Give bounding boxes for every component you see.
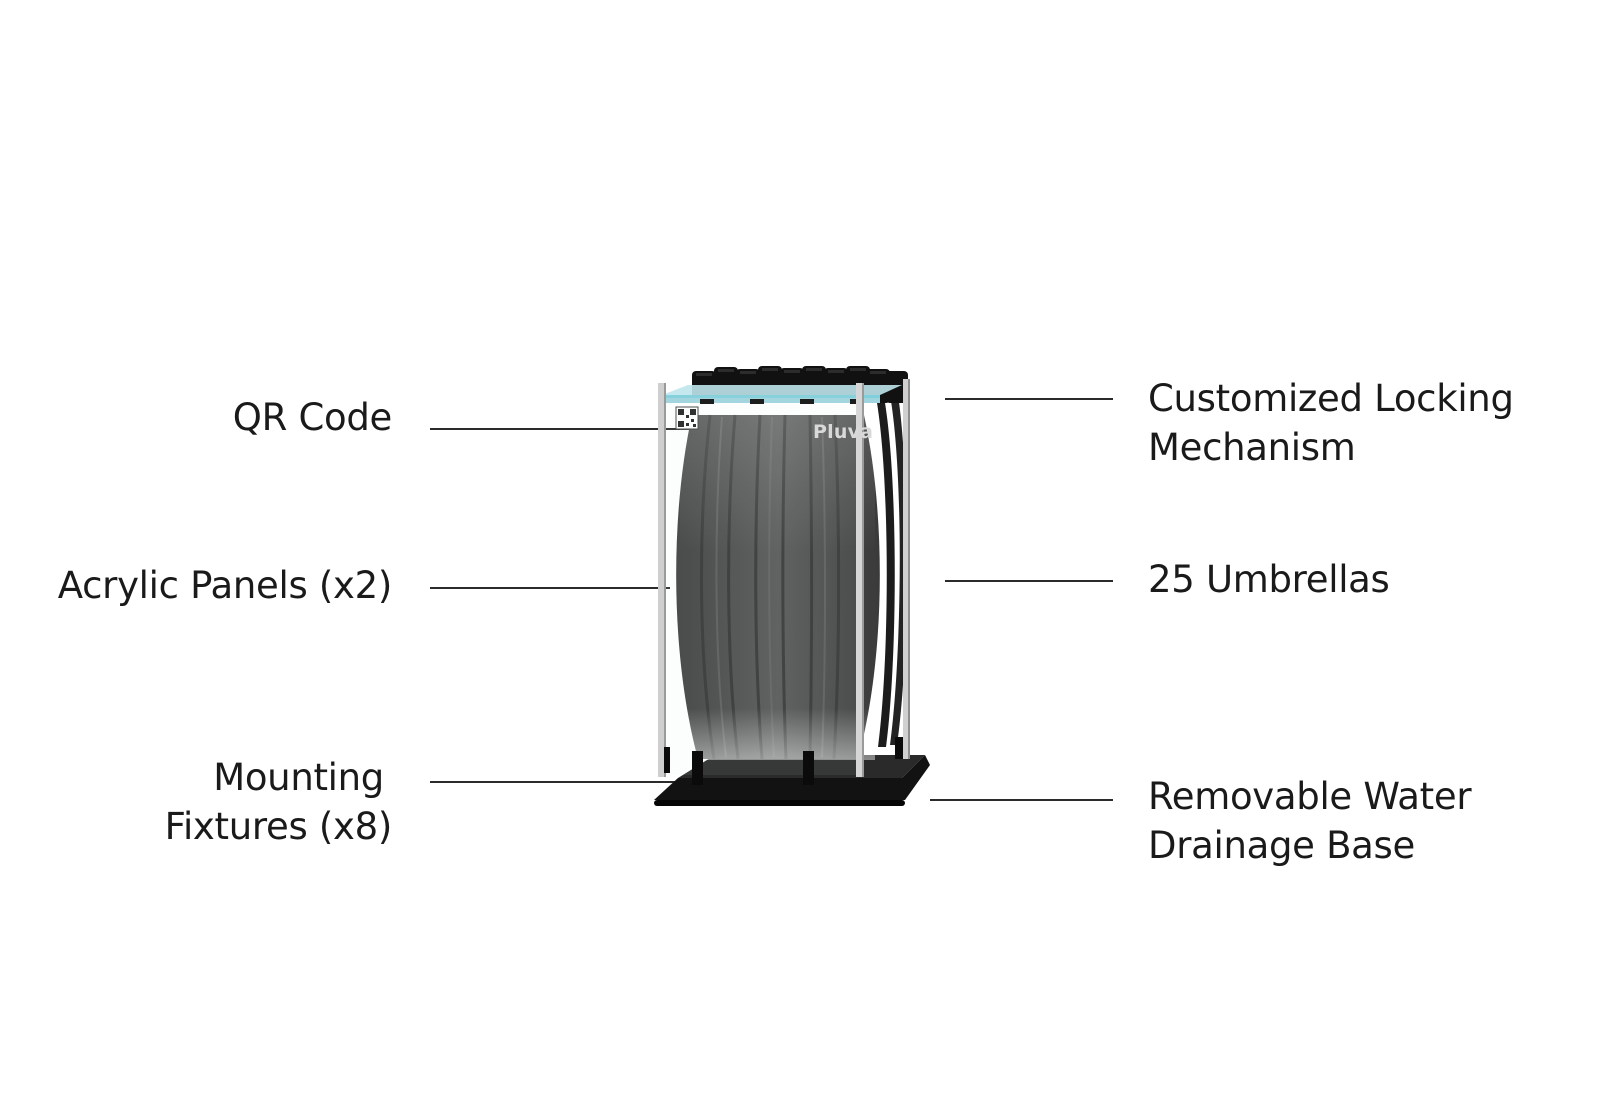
leader-acrylic-panels (430, 587, 670, 589)
locking-lid (662, 385, 902, 404)
label-qr-code: QR Code (232, 396, 393, 439)
leader-umbrellas (945, 580, 1113, 582)
umbrella-cluster (676, 414, 880, 760)
leader-mounting-fixtures (430, 781, 715, 783)
label-umbrellas: 25 Umbrellas (1148, 558, 1390, 601)
qr-code-icon (675, 406, 699, 430)
label-locking-mechanism: Customized Locking Mechanism (1148, 377, 1514, 469)
umbrella-stand-illustration (654, 366, 930, 806)
umbrellas-back (876, 395, 907, 747)
brand-logo: Pluva (813, 421, 874, 443)
leader-qr-code (430, 428, 695, 430)
label-drainage-base: Removable Water Drainage Base (1148, 775, 1472, 867)
mounting-fixtures (664, 737, 903, 785)
leader-drainage-base (930, 799, 1113, 801)
label-acrylic-panels: Acrylic Panels (x2) (57, 564, 393, 607)
leader-locking-mechanism (945, 398, 1113, 400)
label-mounting-fixtures: Mounting Fixtures (x8) (164, 756, 393, 848)
acrylic-panels (658, 379, 910, 777)
